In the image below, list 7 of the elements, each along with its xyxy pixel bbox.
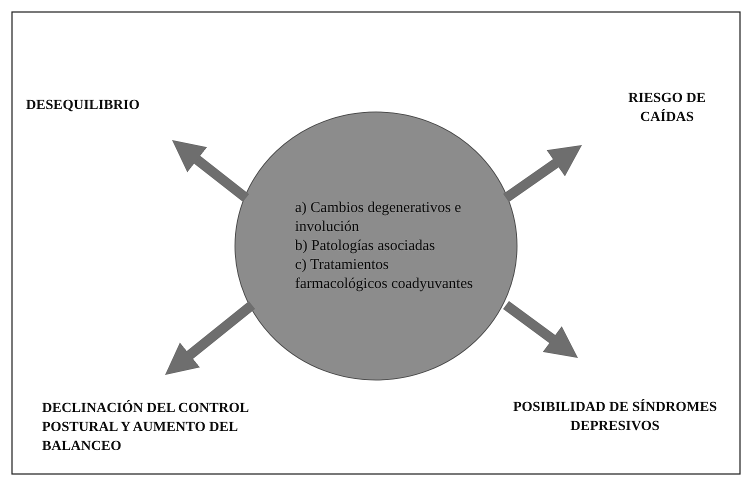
outcome-label: DESEQUILIBRIO bbox=[26, 97, 141, 115]
list-item: b) Patologías asociadas bbox=[295, 236, 436, 256]
outcome-label: RIESGO DE CAÍDAS bbox=[627, 90, 707, 127]
arrow bbox=[503, 300, 578, 358]
list-item: c) Tratamientos farmacológicos coadyuvantes bbox=[295, 256, 474, 294]
outcome-label: POSIBILIDAD DE SÍNDROMES DEPRESIVOS bbox=[512, 398, 718, 436]
outcome-label: DECLINACIÓN DEL CONTROL POSTURAL Y AUMENTO DEL BALANCEO bbox=[42, 399, 250, 456]
